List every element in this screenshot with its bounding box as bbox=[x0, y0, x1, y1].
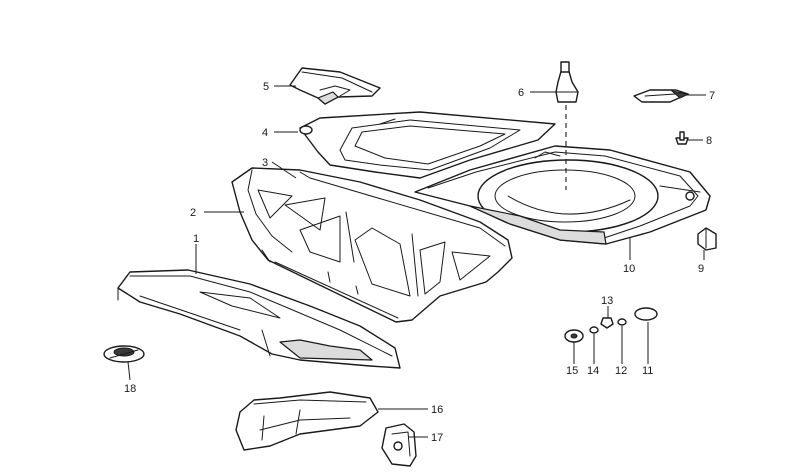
part-6-jack-holder[interactable] bbox=[555, 61, 579, 103]
callout-12: 12 bbox=[615, 365, 627, 377]
part-11-plug[interactable] bbox=[634, 307, 658, 321]
part-8-screw[interactable] bbox=[675, 131, 689, 145]
callout-5: 5 bbox=[263, 81, 269, 93]
callout-13: 13 bbox=[601, 295, 613, 307]
callout-15: 15 bbox=[566, 365, 578, 377]
part-18-grommet[interactable] bbox=[103, 345, 145, 363]
callout-11: 11 bbox=[642, 365, 653, 377]
callout-18: 18 bbox=[124, 383, 136, 395]
callout-10: 10 bbox=[623, 263, 635, 275]
leader-lines bbox=[127, 85, 706, 438]
part-4-frame-panel[interactable] bbox=[299, 111, 556, 179]
callout-3: 3 bbox=[262, 157, 268, 169]
callout-6: 6 bbox=[518, 87, 524, 99]
part-13-nut[interactable] bbox=[600, 317, 614, 329]
part-16-side-member[interactable] bbox=[235, 391, 379, 451]
callout-14: 14 bbox=[587, 365, 599, 377]
part-5-bracket[interactable] bbox=[289, 67, 381, 105]
callout-16: 16 bbox=[431, 404, 443, 416]
part-10-spare-wheel-well[interactable] bbox=[414, 145, 711, 245]
part-2-rear-panel[interactable] bbox=[231, 167, 513, 323]
part-9-bracket[interactable] bbox=[697, 227, 717, 251]
part-1-floor-crossmember[interactable] bbox=[117, 269, 401, 369]
part-12-clip[interactable] bbox=[617, 318, 627, 326]
callout-1: 1 bbox=[193, 233, 199, 245]
part-17-bracket[interactable] bbox=[381, 423, 417, 467]
callout-2: 2 bbox=[190, 207, 196, 219]
callout-9: 9 bbox=[698, 263, 704, 275]
callout-4: 4 bbox=[262, 127, 268, 139]
callout-17: 17 bbox=[431, 432, 443, 444]
callout-8: 8 bbox=[706, 135, 712, 147]
callout-7: 7 bbox=[709, 90, 715, 102]
part-14-washer[interactable] bbox=[589, 326, 599, 334]
part-15-clip-nut[interactable] bbox=[564, 329, 584, 343]
part-7-cover-plate[interactable] bbox=[633, 89, 690, 103]
